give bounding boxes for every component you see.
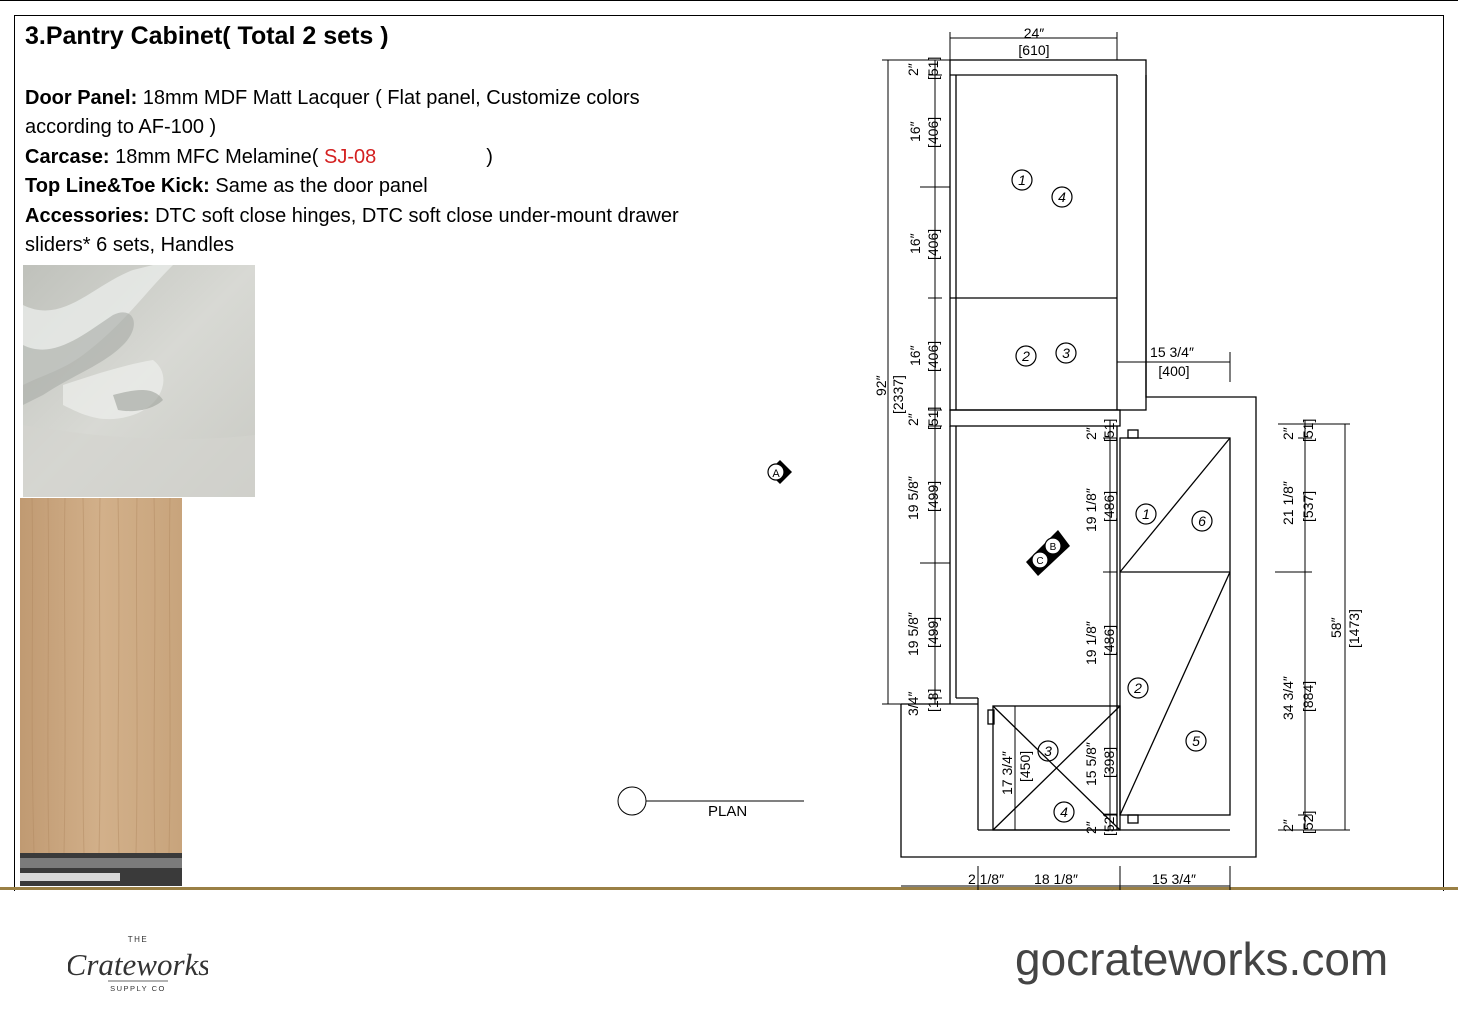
dim-h2b-mm: [51] bbox=[925, 407, 941, 430]
dim-h34-mm: [18] bbox=[925, 689, 941, 712]
website-url: gocrateworks.com bbox=[1015, 933, 1389, 985]
footer-divider bbox=[0, 887, 1458, 890]
callout-6: 6 bbox=[1198, 513, 1206, 529]
dim-r1734-in: 17 3/4″ bbox=[999, 751, 1015, 795]
middle-rail bbox=[949, 409, 1121, 427]
dim-f3434-mm: [884] bbox=[1300, 681, 1316, 712]
svg-text:B: B bbox=[1050, 542, 1057, 553]
cabinet-elevation-drawing: 24″ [610] 2″ [51] 16″ [406] 16″ [406] 16… bbox=[617, 25, 1362, 890]
spec-accessories-cont: sliders* 6 sets, Handles bbox=[25, 234, 234, 256]
plan-label: PLAN bbox=[708, 803, 747, 820]
dim-r1558-mm: [398] bbox=[1101, 747, 1117, 778]
dim-h2a-mm: [51] bbox=[925, 57, 941, 80]
dim-h2b-in: 2″ bbox=[905, 413, 921, 426]
dim-total-height-in: 92″ bbox=[873, 375, 889, 396]
dim-f2118-mm: [537] bbox=[1300, 491, 1316, 522]
dim-r1734-mm: [450] bbox=[1017, 751, 1033, 782]
callout-4b: 4 bbox=[1060, 804, 1068, 820]
dim-h16b-mm: [406] bbox=[925, 229, 941, 260]
dim-h1958a-mm: [499] bbox=[925, 481, 941, 512]
sheet-frame bbox=[14, 15, 1444, 891]
gloss-texture bbox=[23, 265, 255, 497]
dim-top-width-mm: [610] bbox=[1018, 42, 1049, 58]
dim-r2a-mm: [51] bbox=[1101, 419, 1117, 442]
dim-depth-mm: [400] bbox=[1158, 363, 1189, 379]
callout-4: 4 bbox=[1058, 189, 1066, 205]
dim-r1918a-in: 19 1/8″ bbox=[1083, 488, 1099, 532]
svg-text:C: C bbox=[1036, 556, 1043, 567]
dim-total-height-mm: [2337] bbox=[890, 375, 906, 414]
lower-box bbox=[992, 705, 1121, 831]
callout-2: 2 bbox=[1021, 348, 1030, 364]
dim-h16a-mm: [406] bbox=[925, 117, 941, 148]
dim-h16a-in: 16″ bbox=[907, 121, 923, 142]
svg-text:A: A bbox=[772, 468, 780, 480]
dim-f2a-in: 2″ bbox=[1280, 427, 1296, 440]
dim-r2b-in: 2″ bbox=[1083, 821, 1099, 834]
marker-a: A bbox=[767, 460, 792, 484]
svg-text:THE: THE bbox=[128, 935, 149, 944]
dim-f58-mm: [1473] bbox=[1346, 609, 1362, 648]
crateworks-logo: THE Crateworks SUPPLY CO bbox=[68, 935, 208, 993]
dim-b218-in: 2 1/8″ bbox=[968, 871, 1004, 887]
svg-text:Crateworks: Crateworks bbox=[68, 947, 208, 982]
wood-grain-texture bbox=[20, 498, 182, 886]
dim-h1958b-in: 19 5/8″ bbox=[905, 612, 921, 656]
callout-1b: 1 bbox=[1142, 506, 1150, 522]
page-title: 3.Pantry Cabinet( Total 2 sets ) bbox=[25, 22, 389, 50]
dim-r2a-in: 2″ bbox=[1083, 427, 1099, 440]
callout-3b: 3 bbox=[1044, 743, 1052, 759]
dim-r1558-in: 15 5/8″ bbox=[1083, 742, 1099, 786]
dim-r2b-mm: [52] bbox=[1101, 813, 1117, 836]
spec-accessories: Accessories: DTC soft close hinges, DTC … bbox=[25, 205, 679, 227]
callout-1: 1 bbox=[1018, 172, 1026, 188]
door-panel-sample-photo bbox=[23, 265, 255, 497]
dim-depth-in: 15 3/4″ bbox=[1150, 344, 1194, 360]
callout-5: 5 bbox=[1192, 733, 1200, 749]
dim-f58-in: 58″ bbox=[1328, 617, 1344, 638]
carcase-sample-photo bbox=[20, 498, 182, 886]
dim-h16c-mm: [406] bbox=[925, 341, 941, 372]
dim-h16c-in: 16″ bbox=[907, 345, 923, 366]
dim-f2b-in: 2″ bbox=[1280, 819, 1296, 832]
dim-b1818-in: 18 1/8″ bbox=[1034, 871, 1078, 887]
dim-f3434-in: 34 3/4″ bbox=[1280, 676, 1296, 720]
callout-2b: 2 bbox=[1133, 680, 1142, 696]
dim-r1918b-mm: [486] bbox=[1101, 625, 1117, 656]
spec-carcase: Carcase: 18mm MFC Melamine( SJ-08) bbox=[25, 146, 493, 168]
dim-h2a-in: 2″ bbox=[905, 63, 921, 76]
dim-top-width-in: 24″ bbox=[1024, 25, 1045, 41]
svg-text:SUPPLY CO: SUPPLY CO bbox=[110, 984, 166, 993]
callout-3: 3 bbox=[1062, 345, 1070, 361]
drawing-sheet bbox=[0, 0, 1458, 891]
marker-bc: C B bbox=[1026, 530, 1070, 576]
dim-r1918a-mm: [486] bbox=[1101, 491, 1117, 522]
dim-r1918b-in: 19 1/8″ bbox=[1083, 621, 1099, 665]
dim-h16b-in: 16″ bbox=[907, 233, 923, 254]
right-door-frame bbox=[1119, 437, 1231, 816]
carcase-code: SJ-08 bbox=[324, 146, 377, 168]
dim-b1534-in: 15 3/4″ bbox=[1152, 871, 1196, 887]
dim-h34-in: 3/4″ bbox=[905, 692, 921, 716]
spec-top-line: Top Line&Toe Kick: Same as the door pane… bbox=[25, 175, 428, 197]
dim-f2a-mm: [51] bbox=[1300, 419, 1316, 442]
spec-door-panel: Door Panel: 18mm MDF Matt Lacquer ( Flat… bbox=[25, 87, 640, 109]
dim-h1958a-in: 19 5/8″ bbox=[905, 476, 921, 520]
dim-f2118-in: 21 1/8″ bbox=[1280, 481, 1296, 525]
dim-h1958b-mm: [499] bbox=[925, 617, 941, 648]
spec-door-panel-cont: according to AF-100 ) bbox=[25, 116, 217, 138]
dim-f2b-mm: [52] bbox=[1300, 811, 1316, 834]
